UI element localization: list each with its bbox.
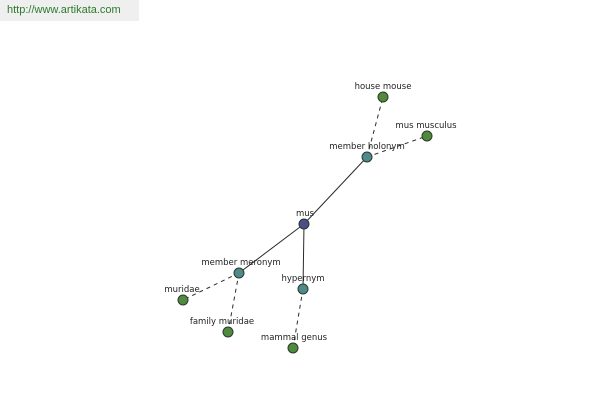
edge-member-holonym-mus-musculus [366,135,428,158]
node-mammal-genus[interactable]: mammal genus [261,333,328,354]
node-mus-musculus-label[interactable]: mus musculus [395,121,457,131]
node-mus-dot[interactable] [298,218,310,230]
edge-mus-member-holonym [303,156,368,225]
edge-mus-member-meronym [238,223,305,274]
node-member-meronym-label[interactable]: member meronym [201,258,280,268]
source-url-badge[interactable]: http://www.artikata.com [0,0,139,21]
node-house-mouse[interactable]: house mouse [355,82,412,103]
node-family-muridae-dot[interactable] [222,326,234,338]
edge-member-meronym-family-muridae [227,272,240,333]
node-mus-musculus[interactable]: mus musculus [395,121,457,142]
node-member-holonym-dot[interactable] [361,151,373,163]
node-family-muridae[interactable]: family muridae [190,317,254,338]
node-muridae-label[interactable]: muridae [164,285,199,295]
edge-member-holonym-house-mouse [366,96,384,158]
edge-hypernym-mammal-genus [292,288,304,349]
node-mus-label[interactable]: mus [296,209,315,219]
edges [182,96,428,349]
node-hypernym[interactable]: hypernym [281,274,325,295]
node-mus[interactable]: mus [296,209,315,230]
node-hypernym-label[interactable]: hypernym [281,274,324,284]
node-mus-musculus-dot[interactable] [421,130,433,142]
node-mammal-genus-label[interactable]: mammal genus [261,333,328,343]
node-member-holonym-label[interactable]: member holonym [329,142,404,152]
node-member-meronym-dot[interactable] [233,267,245,279]
edge-mus-hypernym [302,223,305,290]
node-house-mouse-label[interactable]: house mouse [355,82,412,92]
node-mammal-genus-dot[interactable] [287,342,299,354]
node-muridae[interactable]: muridae [164,285,200,306]
node-muridae-dot[interactable] [177,294,189,306]
node-house-mouse-dot[interactable] [377,91,389,103]
node-family-muridae-label[interactable]: family muridae [190,317,254,327]
node-hypernym-dot[interactable] [297,283,309,295]
node-member-holonym[interactable]: member holonym [329,142,405,163]
node-member-meronym[interactable]: member meronym [201,258,281,279]
edge-member-meronym-muridae [182,272,240,301]
